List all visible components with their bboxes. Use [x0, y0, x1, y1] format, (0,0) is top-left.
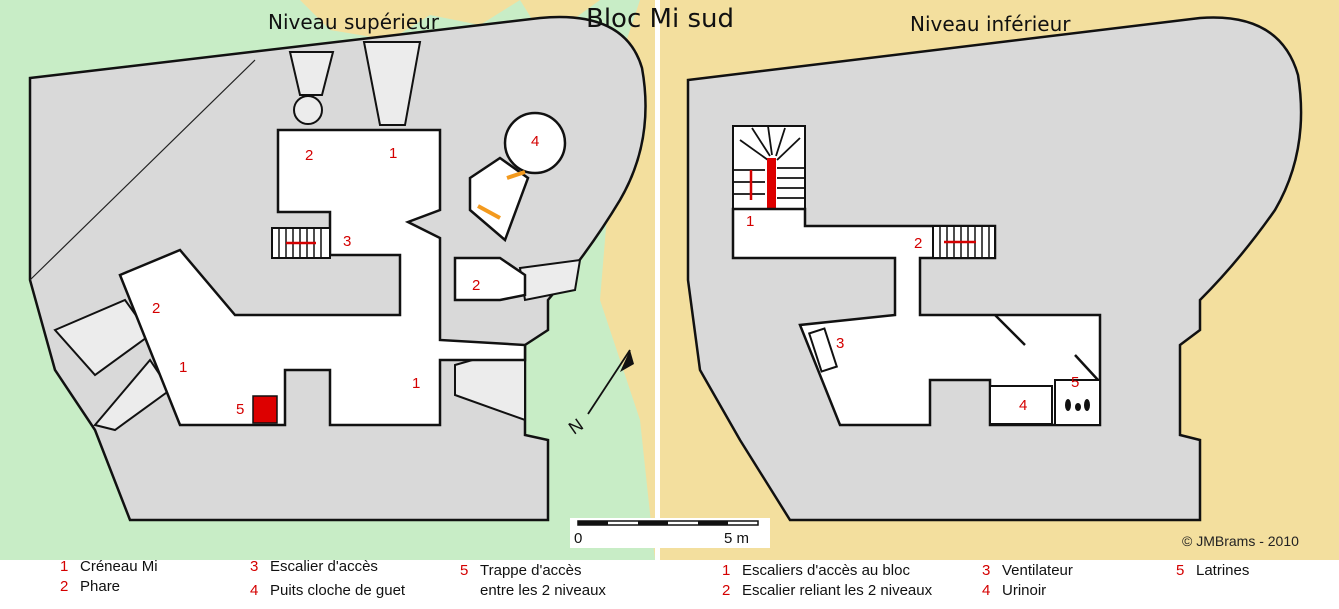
upper-heading: Niveau supérieur — [268, 10, 440, 34]
label-upper-2b: 2 — [472, 277, 480, 294]
label-lower-2: 2 — [914, 235, 922, 252]
label-lower-4: 4 — [1019, 397, 1027, 414]
wall-stub-2 — [1074, 354, 1099, 381]
upper-rooms — [118, 128, 527, 427]
label-upper-1b: 1 — [179, 359, 187, 376]
label-upper-2c: 2 — [152, 300, 160, 317]
label-upper-1c: 1 — [412, 375, 420, 392]
urinal-room — [989, 385, 1053, 425]
label-upper-3: 3 — [343, 233, 351, 250]
label-upper-4: 4 — [531, 133, 539, 150]
upper-level-plan: 2 1 4 3 2 2 1 1 5 N — [0, 0, 655, 560]
ventilator — [807, 327, 839, 373]
scale-end: 5 m — [724, 530, 749, 547]
lower-level-plan: 1 2 3 4 5 — [660, 0, 1339, 560]
label-lower-5: 5 — [1071, 374, 1079, 391]
lower-heading: Niveau inférieur — [910, 12, 1071, 36]
legend-upper-5-line2: entre les 2 niveaux — [480, 582, 606, 599]
embrasure-top-left — [288, 51, 335, 96]
label-lower-3: 3 — [836, 335, 844, 352]
bunker-plan: 2 1 4 3 2 2 1 1 5 N — [0, 0, 1339, 560]
bell-well — [503, 111, 567, 175]
spiral-treads — [733, 125, 805, 199]
bell-corridor — [468, 156, 530, 243]
light-dome — [293, 95, 323, 125]
stair-core — [767, 158, 776, 209]
wall-stub — [994, 314, 1026, 346]
label-lower-1: 1 — [746, 213, 754, 230]
scale-start: 0 — [574, 530, 582, 547]
diagonal-line — [29, 59, 256, 281]
trap-hatch — [252, 395, 278, 424]
toilet-3 — [1084, 399, 1090, 411]
label-upper-5: 5 — [236, 401, 244, 418]
panel-divider — [655, 0, 660, 560]
door-1 — [506, 170, 526, 180]
latrine-room — [1054, 379, 1101, 426]
label-upper-2a: 2 — [305, 147, 313, 164]
embrasure-top-right — [362, 41, 422, 126]
scale-bar: 0 5 m — [570, 518, 770, 548]
sand-patch — [0, 0, 520, 40]
door-2 — [477, 204, 501, 220]
copyright: © JMBrams - 2010 — [1182, 533, 1299, 549]
toilet-1 — [1065, 399, 1071, 411]
toilet-2 — [1075, 403, 1081, 411]
light-room — [453, 256, 527, 302]
label-upper-1a: 1 — [389, 145, 397, 162]
page-title: Bloc Mi sud — [586, 4, 734, 34]
